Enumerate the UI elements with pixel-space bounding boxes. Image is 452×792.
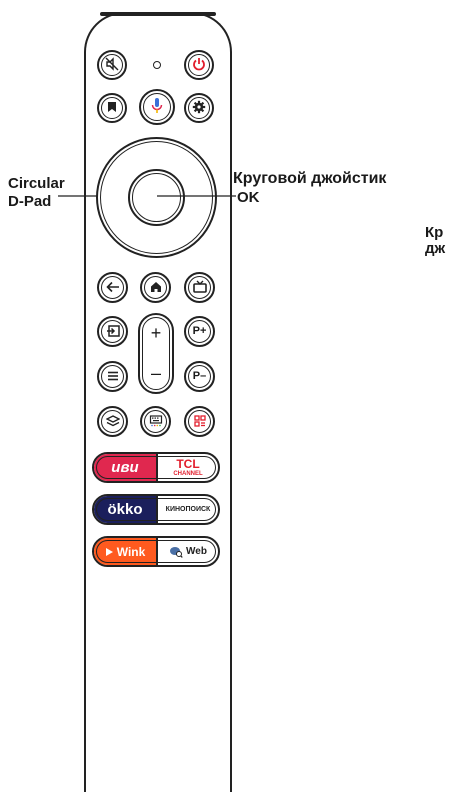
cut-label-ru: Кр дж	[425, 224, 446, 257]
wink-web-pill: Wink Web	[92, 536, 220, 567]
volume-up-button[interactable]: +	[138, 318, 174, 348]
menu-icon	[107, 370, 119, 383]
remote-top-edge	[100, 12, 216, 16]
bookmark-icon	[106, 101, 118, 115]
volume-down-button[interactable]: –	[138, 358, 174, 388]
wink-button[interactable]: Wink	[94, 538, 156, 565]
settings-button[interactable]	[184, 93, 214, 123]
wink-play-icon	[105, 547, 113, 556]
input-source-button[interactable]	[97, 316, 128, 347]
keyboard-icon	[149, 414, 163, 429]
volume-rocker	[138, 313, 174, 394]
channel-up-button[interactable]: P+	[184, 316, 215, 347]
apps-button[interactable]	[184, 406, 215, 437]
mute-icon	[105, 57, 119, 73]
tcl-logo: TCL	[176, 456, 200, 471]
tv-button[interactable]	[184, 272, 215, 303]
keyboard-button[interactable]	[140, 406, 171, 437]
power-icon	[192, 57, 206, 73]
input-source-icon	[106, 324, 120, 339]
web-button[interactable]: Web	[156, 538, 218, 565]
ok-label: OK	[237, 189, 260, 206]
circular-dpad-label: Circular D-Pad	[8, 175, 65, 210]
kinopoisk-button[interactable]: КИНОПОИСК	[156, 496, 218, 523]
gear-icon	[192, 100, 206, 116]
volume-up-label: +	[150, 323, 162, 343]
dpad-label-ru: Круговой джойстик	[233, 170, 387, 187]
layers-icon	[105, 414, 120, 429]
channel-up-label: P+	[192, 325, 207, 337]
web-logo: Web	[186, 546, 207, 557]
power-button[interactable]	[184, 50, 214, 80]
bookmark-button[interactable]	[97, 93, 127, 123]
tcl-channel-button[interactable]: TCL CHANNEL	[156, 454, 218, 481]
ivi-logo: иви	[111, 459, 139, 476]
mute-button[interactable]	[97, 50, 127, 80]
ivi-tcl-pill: иви TCL CHANNEL	[92, 452, 220, 483]
volume-down-label: –	[150, 363, 161, 383]
ivi-button[interactable]: иви	[94, 454, 156, 481]
menu-button[interactable]	[97, 361, 128, 392]
back-arrow-icon	[105, 281, 120, 295]
led-indicator	[153, 61, 161, 69]
ok-button[interactable]	[128, 169, 185, 226]
remote-body	[84, 12, 232, 792]
okko-kinopoisk-pill: ökko КИНОПОИСК	[92, 494, 220, 525]
wink-logo: Wink	[116, 544, 146, 559]
layers-button[interactable]	[97, 406, 128, 437]
channel-down-label: P–	[192, 370, 207, 382]
channel-down-button[interactable]: P–	[184, 361, 215, 392]
apps-icon	[193, 414, 206, 429]
kinopoisk-logo: КИНОПОИСК	[165, 506, 211, 513]
back-button[interactable]	[97, 272, 128, 303]
voice-button[interactable]	[139, 89, 175, 125]
tv-icon	[192, 280, 207, 295]
web-search-icon	[170, 546, 183, 558]
microphone-icon	[150, 97, 164, 117]
okko-logo: ökko	[107, 501, 143, 518]
tcl-channel-text: CHANNEL	[173, 470, 203, 477]
okko-button[interactable]: ökko	[94, 496, 156, 523]
home-button[interactable]	[140, 272, 171, 303]
home-icon	[150, 281, 162, 295]
